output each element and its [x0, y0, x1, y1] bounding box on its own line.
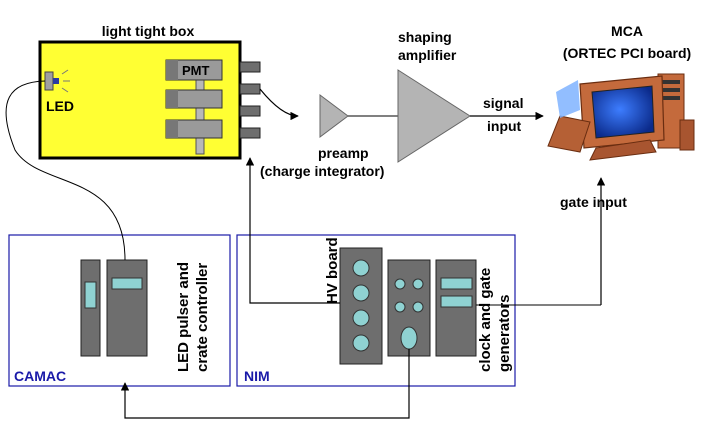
led-icon: [44, 71, 54, 91]
hv-channel-knob: [352, 334, 370, 352]
pmt-module-cap: [166, 90, 178, 108]
amplifier-label: amplifier: [398, 47, 457, 63]
connector-knob: [394, 301, 406, 313]
preamp-label: preamp: [318, 145, 369, 161]
led-lens: [53, 78, 59, 84]
module-indicator: [440, 277, 473, 290]
nim-label: NIM: [244, 368, 270, 384]
preamp-triangle: [319, 94, 349, 138]
box-title: light tight box: [102, 23, 195, 39]
clock-gate-module: [435, 259, 477, 357]
gate-input-label: gate input: [560, 194, 627, 210]
hv-channel-knob: [352, 284, 370, 302]
shaping-amplifier-triangle: [397, 69, 471, 163]
nim-crate: NIM HV board clock and gate generators: [236, 234, 516, 387]
led-pulser-module: [106, 259, 148, 357]
signal-input-label: signal: [483, 95, 523, 111]
camac-crate: CAMAC LED pulser and crate controller: [8, 234, 231, 387]
trigger-cable: [120, 349, 410, 419]
amplifier-label: shaping: [398, 29, 452, 45]
clock-gate-label: generators: [496, 294, 513, 372]
connector: [239, 61, 261, 73]
connector-knob: [412, 278, 424, 290]
pmt-label: PMT: [182, 63, 210, 78]
preamp-label: (charge integrator): [260, 163, 384, 179]
pmt-module-cap: [166, 60, 178, 80]
led-pulser-label: crate controller: [194, 263, 211, 372]
connector: [239, 105, 261, 117]
led-glow-icon: [61, 69, 70, 93]
clock-gate-label: clock and gate: [477, 268, 494, 372]
module-indicator: [84, 281, 97, 309]
connector-knob: [412, 301, 424, 313]
hv-board-label: HV board: [324, 237, 341, 304]
connector-knob: [394, 278, 406, 290]
mca-label: (ORTEC PCI board): [563, 45, 691, 61]
pmt-rail: [195, 71, 205, 155]
module-indicator: [440, 295, 473, 308]
connector: [239, 127, 261, 139]
led-pulser-label: LED pulser and: [175, 262, 192, 372]
signal-cable: [259, 88, 299, 121]
hv-channel-knob: [352, 259, 370, 277]
screen: [591, 85, 655, 139]
light-tight-box: light tight box LED PMT: [38, 23, 261, 160]
led-cable: [5, 80, 126, 261]
pmt-module-cap: [166, 120, 178, 138]
hv-cable: [245, 157, 340, 304]
camac-label: CAMAC: [14, 368, 66, 384]
signal-input-label: input: [487, 118, 522, 134]
connector-knob: [400, 326, 418, 350]
mca-label: MCA: [611, 23, 643, 39]
module-indicator: [111, 277, 143, 290]
connector: [239, 83, 261, 95]
computer-icon: [547, 73, 695, 161]
led-label: LED: [46, 98, 74, 114]
hv-channel-knob: [352, 309, 370, 327]
